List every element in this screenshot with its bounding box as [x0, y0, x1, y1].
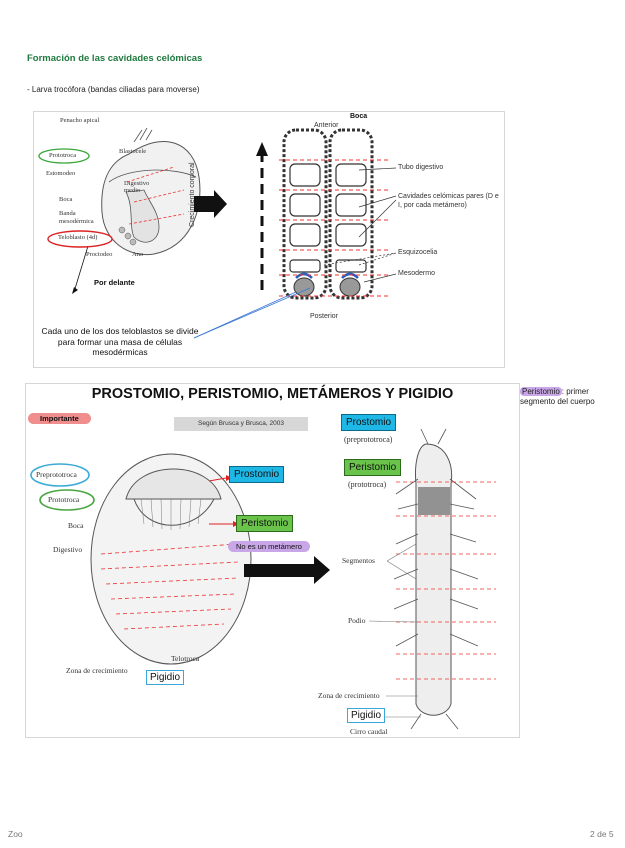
side-note-text: : primer segmento del cuerpo	[520, 387, 595, 406]
label-zona-crecimiento: Zona de crecimiento	[66, 666, 128, 675]
label-preprototroca-paren: (preprototroca)	[344, 435, 393, 444]
label-blastocele: Blastocele	[119, 148, 147, 155]
label-mesodermo: Mesodermo	[398, 270, 435, 277]
figure-title: PROSTOMIO, PERISTOMIO, METÁMEROS Y PIGID…	[91, 386, 454, 402]
note-teloblastos: Cada uno de los dos teloblastos se divid…	[41, 326, 199, 357]
source-box: Según Brusca y Brusca, 2003	[174, 417, 308, 431]
tag-importante: Importante	[28, 413, 91, 424]
box-peristomio-left: Peristomio	[236, 515, 294, 532]
label-prototroca-paren: (prototroca)	[348, 480, 387, 489]
label-digestivo-medio: Digestivo medio	[124, 180, 150, 194]
label-por-delante: Por delante	[94, 278, 135, 287]
label-telotroca: Telotroca	[171, 654, 200, 663]
label-teloblasto: Teloblasto (4d)	[58, 234, 98, 241]
label-cavidades: Cavidades celómicas pares (D e I, por ca…	[398, 193, 499, 209]
label-cirro-caudal: Cirro caudal	[350, 727, 388, 736]
label-ano: Ano	[132, 251, 144, 258]
figure-prostomio-pigidio: PROSTOMIO, PERISTOMIO, METÁMEROS Y PIGID…	[25, 383, 520, 738]
box-prostomio-left: Prostomio	[229, 466, 285, 483]
section-title: Formación de las cavidades celómicas	[27, 53, 203, 64]
label-prototroca-2: Prototroca	[48, 495, 80, 504]
subtitle: - Larva trocófora (bandas ciliadas para …	[27, 85, 200, 94]
label-podio: Podio	[348, 616, 366, 625]
label-boca: Boca	[350, 113, 368, 120]
label-prototroca: Prototroca	[49, 152, 77, 159]
footer-page: 2 de 5	[590, 829, 614, 839]
annelid-drawings	[30, 428, 496, 730]
label-posterior: Posterior	[310, 313, 339, 320]
label-proctodeo: Proctodeo	[86, 251, 113, 258]
label-zona-crecimiento-right: Zona de crecimiento	[318, 691, 380, 700]
box-pigidio-left: Pigidio	[146, 670, 185, 685]
axis-crecimiento: Crecimiento corporal	[189, 162, 196, 227]
label-banda: Banda mesodérmica	[59, 210, 94, 225]
tag-no-metamero: No es un metámero	[228, 541, 310, 552]
box-prostomio-right: Prostomio	[341, 414, 397, 431]
figure-coelom-formation: Penacho apical Prototroca Blastocele Est…	[33, 111, 505, 368]
label-estomodeo: Estomodeo	[46, 170, 76, 177]
box-peristomio-right: Peristomio	[344, 459, 402, 476]
footer-left: Zoo	[8, 829, 23, 839]
label-preprototroca: Preprototroca	[36, 470, 77, 479]
label-boca-larva: Boca	[59, 196, 73, 203]
label-segmentos: Segmentos	[342, 556, 375, 565]
label-digestivo: Digestivo	[53, 545, 83, 554]
label-anterior: Anterior	[314, 122, 339, 129]
label-tubo: Tubo digestivo	[398, 164, 444, 171]
box-pigidio-right: Pigidio	[347, 708, 386, 723]
label-boca-2: Boca	[68, 521, 84, 530]
trochophore-larva-drawing	[38, 127, 397, 339]
label-penacho: Penacho apical	[60, 117, 100, 124]
label-esquizocelia: Esquizocelia	[398, 249, 438, 256]
side-note-highlight: Peristomio	[520, 387, 562, 396]
side-note: Peristomio: primer segmento del cuerpo	[520, 387, 620, 407]
